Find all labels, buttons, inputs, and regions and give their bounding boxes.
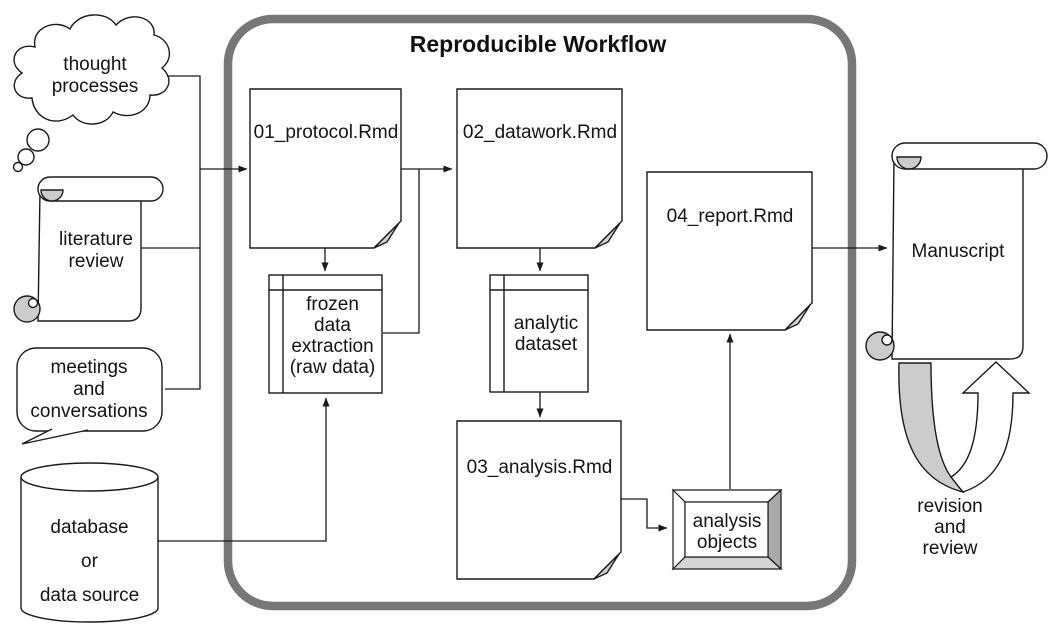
- scroll-top-roll: [37, 176, 164, 202]
- scroll-top-curl: [896, 156, 922, 170]
- cylinder-top: [20, 462, 159, 492]
- analytic-dataset-storage-shape: [489, 274, 589, 393]
- document-analysis-shape: [456, 420, 622, 580]
- meetings-label: meetings and conversations: [30, 357, 148, 422]
- analysis-objects-frame-shape: [671, 488, 783, 571]
- analysis-doc-label: 03_analysis.Rmd: [466, 457, 613, 478]
- cylinder-body: [20, 477, 159, 623]
- cloud-outline: [13, 14, 171, 125]
- edge-database-frozen: [157, 397, 330, 542]
- database-label: database or data source: [39, 517, 140, 606]
- storage-outline: [489, 274, 589, 393]
- frame-bevel-bottom: [671, 556, 783, 570]
- revision-review-label: revision and review: [917, 496, 983, 559]
- speech-bubble-shape: [16, 347, 163, 445]
- scroll-top-roll: [891, 142, 1048, 170]
- scroll-top-curl: [40, 189, 64, 202]
- storage-outline: [268, 274, 383, 394]
- workflow-title: Reproducible Workflow: [409, 31, 667, 57]
- literature-scroll-shape: [13, 176, 164, 323]
- report-doc-label: 04_report.Rmd: [666, 206, 794, 227]
- cloud-bubble-medium: [17, 148, 35, 166]
- document-fold: [373, 222, 400, 249]
- frame-bevel-top: [671, 489, 783, 503]
- frame-inner-panel: [684, 501, 769, 558]
- manuscript-label: Manuscript: [911, 241, 1005, 262]
- document-fold: [593, 553, 620, 580]
- document-protocol-shape: [249, 88, 402, 249]
- document-outline: [249, 88, 402, 249]
- cloud-bubble-large: [26, 128, 50, 152]
- speech-bubble-tail: [21, 428, 89, 445]
- document-report-shape: [646, 171, 813, 331]
- literature-review-label: literature review: [59, 229, 133, 272]
- edge-inputs-trunk: [160, 75, 201, 390]
- loop-arrow-up-band: [949, 361, 1031, 493]
- protocol-doc-label: 01_protocol.Rmd: [253, 122, 399, 143]
- document-outline: [646, 171, 813, 331]
- loop-arrow-down-band: [898, 362, 965, 494]
- scroll-bottom-curl-hole: [881, 334, 893, 346]
- edge-analysis-objects: [621, 498, 668, 532]
- frame-bevel-left: [672, 488, 686, 571]
- cloud-bubble-small: [12, 161, 24, 173]
- scroll-bottom-curl-hole: [27, 297, 39, 309]
- database-cylinder-shape: [20, 462, 159, 623]
- frozen-data-label: frozen data extraction (raw data): [289, 294, 376, 378]
- thought-processes-label: thought processes: [51, 54, 139, 97]
- analysis-objects-label: analysis objects: [692, 511, 762, 553]
- speech-bubble-body: [16, 347, 163, 432]
- analytic-dataset-label: analytic dataset: [513, 313, 579, 355]
- document-fold: [594, 222, 621, 249]
- document-outline: [456, 420, 622, 580]
- frozen-data-storage-shape: [268, 274, 383, 394]
- scroll-body: [37, 189, 142, 322]
- connector-lines: [141, 75, 888, 542]
- thought-cloud-shape: [12, 14, 171, 173]
- document-outline: [456, 88, 623, 249]
- document-fold: [784, 304, 811, 331]
- manuscript-scroll-shape: [865, 142, 1048, 361]
- datawork-doc-label: 02_datawork.Rmd: [462, 122, 618, 143]
- scroll-body: [891, 156, 1024, 360]
- revision-loop-arrow-shape: [898, 361, 1031, 494]
- edge-frozen-datawork: [383, 169, 420, 334]
- workflow-container-border: [223, 14, 857, 611]
- document-datawork-shape: [456, 88, 623, 249]
- frame-bevel-right: [767, 488, 782, 571]
